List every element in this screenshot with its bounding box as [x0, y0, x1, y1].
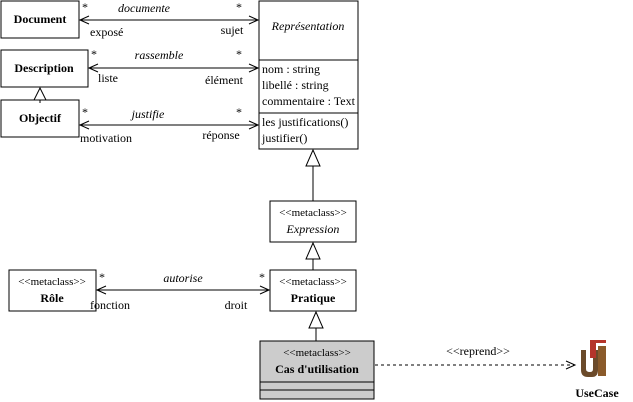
- association-name: justifie: [130, 107, 165, 121]
- association-justifie[interactable]: justifie * * motivation réponse: [78, 105, 260, 145]
- uml-logo-icon: [581, 340, 606, 377]
- association-name: documente: [118, 1, 171, 15]
- class-name: Document: [14, 12, 67, 26]
- multiplicity: *: [82, 105, 88, 119]
- attribute-nom: nom : string: [262, 62, 320, 76]
- class-stereotype: <<metaclass>>: [283, 347, 351, 359]
- role-name: fonction: [90, 298, 130, 312]
- class-stereotype: <<metaclass>>: [18, 276, 86, 288]
- class-document[interactable]: Document: [0, 0, 80, 39]
- attribute-commentaire: commentaire : Text: [262, 94, 356, 108]
- class-description[interactable]: Description: [0, 49, 89, 88]
- attribute-libelle: libellé : string: [262, 78, 329, 92]
- generalization-pratique-expression[interactable]: [305, 241, 321, 270]
- external-name: UseCase: [575, 386, 619, 400]
- association-name: autorise: [163, 271, 203, 285]
- multiplicity: *: [82, 0, 88, 14]
- class-stereotype: <<metaclass>>: [279, 207, 347, 219]
- class-objectif[interactable]: Objectif: [0, 99, 80, 138]
- role-name: sujet: [221, 23, 244, 37]
- association-documente[interactable]: documente * * exposé sujet: [78, 0, 260, 39]
- role-name: liste: [98, 71, 118, 85]
- class-name: Expression: [286, 222, 340, 236]
- operation-les-justifications: les justifications(): [262, 115, 348, 129]
- class-stereotype: <<metaclass>>: [279, 276, 347, 288]
- dependency-reprend[interactable]: <<reprend>>: [375, 344, 577, 370]
- multiplicity: *: [236, 0, 242, 14]
- association-autorise[interactable]: autorise * * fonction droit: [90, 270, 271, 312]
- association-name: rassemble: [135, 48, 184, 62]
- class-name: Description: [14, 61, 74, 75]
- class-name: Objectif: [19, 111, 62, 125]
- class-name: Pratique: [291, 291, 336, 305]
- external-usecase[interactable]: UseCase: [575, 340, 619, 400]
- generalization-objectif-description[interactable]: [33, 86, 47, 103]
- multiplicity: *: [91, 47, 97, 61]
- role-name: élément: [205, 73, 244, 87]
- generalization-cas-utilisation-pratique[interactable]: [308, 310, 324, 341]
- multiplicity: *: [99, 270, 105, 284]
- class-name: Représentation: [271, 19, 345, 33]
- operation-justifier: justifier(): [261, 131, 307, 145]
- role-name: motivation: [80, 131, 132, 145]
- generalization-expression-representation[interactable]: [305, 148, 321, 201]
- role-name: droit: [225, 298, 248, 312]
- role-name: exposé: [90, 25, 123, 39]
- class-role[interactable]: <<metaclass>> Rôle: [8, 269, 97, 312]
- dependency-label: <<reprend>>: [446, 344, 510, 358]
- class-representation[interactable]: Représentation nom : string libellé : st…: [258, 0, 359, 150]
- class-pratique[interactable]: <<metaclass>> Pratique: [269, 269, 357, 312]
- multiplicity: *: [236, 47, 242, 61]
- multiplicity: *: [259, 270, 265, 284]
- association-rassemble[interactable]: rassemble * * liste élément: [87, 47, 260, 87]
- class-name: Cas d'utilisation: [275, 362, 359, 376]
- class-cas-utilisation[interactable]: <<metaclass>> Cas d'utilisation: [259, 340, 375, 400]
- class-name: Rôle: [40, 291, 64, 305]
- class-expression[interactable]: <<metaclass>> Expression: [269, 200, 357, 243]
- role-name: réponse: [202, 128, 239, 142]
- multiplicity: *: [236, 105, 242, 119]
